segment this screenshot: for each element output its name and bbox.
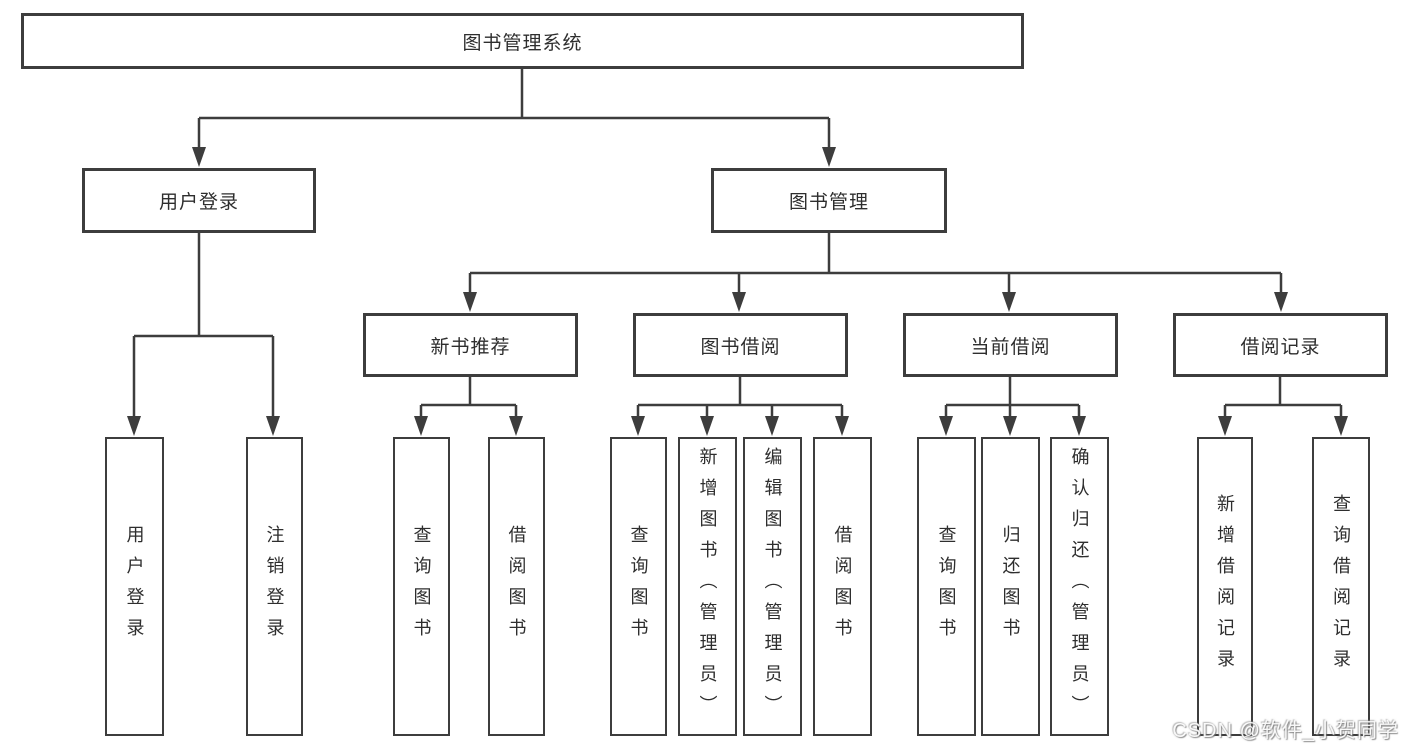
leaf-borrow-books: 借阅图书: [813, 437, 872, 736]
leaf-edit-book-admin: 编辑图书（管理员）: [743, 437, 802, 736]
leaf-return-book: 归还图书: [981, 437, 1040, 736]
leaf-query-books-borrow: 查询图书: [610, 437, 667, 736]
node-book-management: 图书管理: [711, 168, 947, 233]
leaf-add-borrow-record: 新增借阅记录: [1197, 437, 1253, 736]
leaf-borrow-books-recommend-label: 借阅图书: [506, 524, 527, 649]
leaf-add-book-admin: 新增图书（管理员）: [678, 437, 737, 736]
node-book-management-label: 图书管理: [788, 192, 869, 213]
arrowheads: [127, 147, 1348, 436]
node-root-label: 图书管理系统: [462, 32, 583, 54]
leaf-borrow-books-label: 借阅图书: [832, 524, 853, 649]
node-new-book-recommend: 新书推荐: [363, 313, 578, 377]
leaf-confirm-return-admin: 确认归还（管理员）: [1050, 437, 1109, 736]
node-current-borrow: 当前借阅: [903, 313, 1118, 377]
node-borrow-records-label: 借阅记录: [1240, 336, 1321, 358]
leaf-confirm-return-admin-label: 确认归还（管理员）: [1069, 447, 1090, 726]
node-borrow-records: 借阅记录: [1173, 313, 1388, 377]
node-current-borrow-label: 当前借阅: [970, 336, 1051, 358]
node-book-borrow-label: 图书借阅: [700, 336, 781, 358]
leaf-logout-label: 注销登录: [264, 524, 285, 649]
node-new-book-recommend-label: 新书推荐: [430, 336, 511, 358]
leaf-query-borrow-record-label: 查询借阅记录: [1331, 493, 1351, 680]
leaf-query-borrow-record: 查询借阅记录: [1312, 437, 1370, 736]
leaf-borrow-books-recommend: 借阅图书: [488, 437, 545, 736]
node-user-login-label: 用户登录: [158, 192, 239, 213]
watermark: CSDN @软件_小贺同学: [1172, 720, 1399, 742]
node-root: 图书管理系统: [21, 13, 1024, 69]
connector-paths: [132, 69, 1343, 419]
leaf-add-book-admin-label: 新增图书（管理员）: [697, 447, 718, 726]
leaf-edit-book-admin-label: 编辑图书（管理员）: [762, 447, 783, 726]
leaf-user-login-label: 用户登录: [124, 524, 145, 649]
leaf-user-login: 用户登录: [105, 437, 164, 736]
leaf-query-books-recommend-label: 查询图书: [411, 524, 432, 649]
leaf-query-books-current-label: 查询图书: [936, 524, 957, 649]
leaf-logout: 注销登录: [246, 437, 303, 736]
leaf-query-books-recommend: 查询图书: [393, 437, 450, 736]
node-book-borrow: 图书借阅: [633, 313, 848, 377]
node-user-login: 用户登录: [82, 168, 316, 233]
leaf-return-book-label: 归还图书: [1000, 524, 1021, 649]
leaf-query-books-borrow-label: 查询图书: [628, 524, 649, 649]
leaf-query-books-current: 查询图书: [917, 437, 976, 736]
leaf-add-borrow-record-label: 新增借阅记录: [1215, 493, 1235, 680]
